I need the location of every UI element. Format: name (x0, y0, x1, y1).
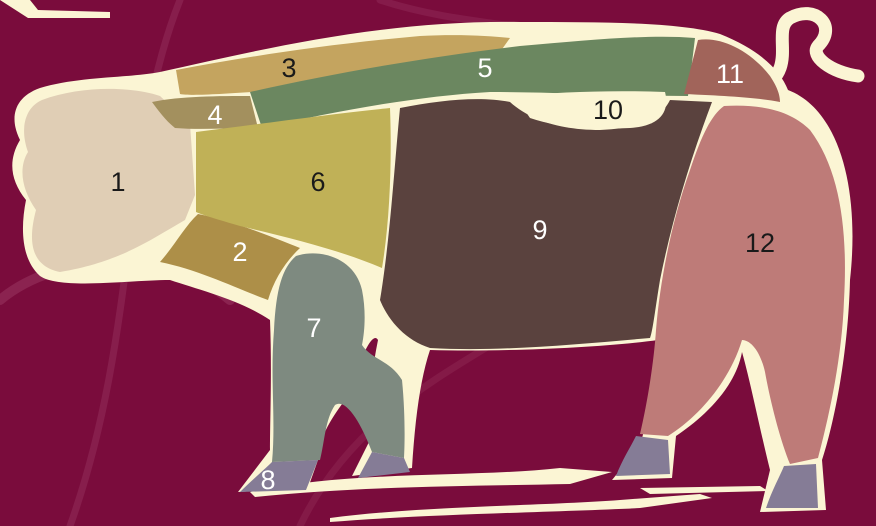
label-cut-1: 1 (110, 167, 125, 197)
corner-decoration (0, 0, 110, 18)
label-cut-7: 7 (306, 313, 321, 343)
label-cut-6: 6 (310, 167, 325, 197)
label-cut-9: 9 (532, 215, 547, 245)
label-cut-5: 5 (477, 53, 492, 83)
label-cut-11: 11 (716, 59, 744, 89)
label-cut-4: 4 (207, 100, 222, 130)
label-cut-2: 2 (232, 237, 247, 267)
label-cut-3: 3 (281, 53, 296, 83)
label-cut-10: 10 (593, 95, 623, 125)
cut-8c (616, 436, 670, 476)
label-cut-8: 8 (260, 465, 275, 495)
label-cut-12: 12 (745, 228, 775, 258)
